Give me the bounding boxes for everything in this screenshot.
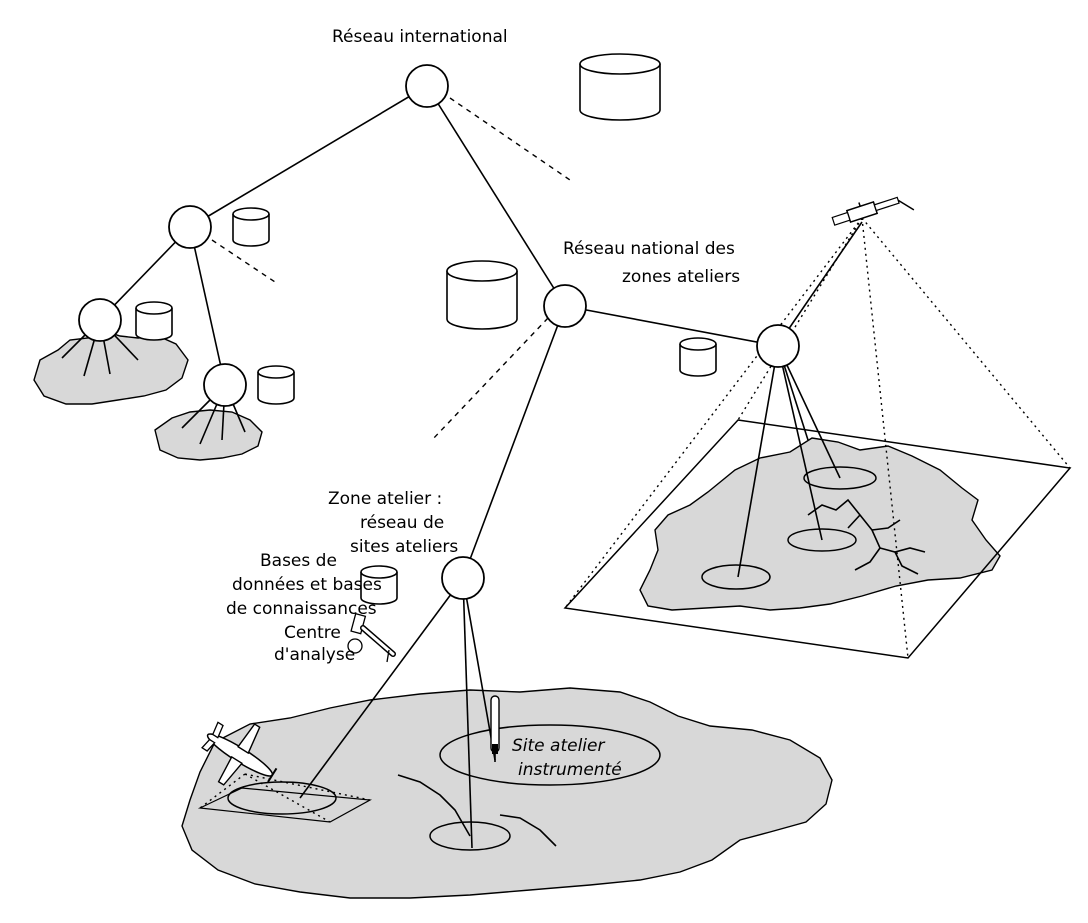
label-zone-3: sites ateliers	[350, 537, 458, 557]
database-icon	[360, 565, 398, 605]
label-national-1: Réseau national des	[563, 239, 735, 259]
right-land	[639, 437, 1001, 611]
label-bases-2: données et bases	[232, 575, 382, 595]
node-regional	[168, 205, 212, 249]
label-centre-1: Centre	[284, 623, 341, 643]
label-international: Réseau international	[332, 27, 508, 47]
analysis-centre-icon	[347, 612, 396, 663]
label-site-2: instrumenté	[518, 760, 622, 780]
database-icon	[232, 207, 270, 247]
node-zone-right	[756, 324, 800, 368]
database-icon	[446, 260, 518, 330]
label-zone-2: réseau de	[360, 513, 444, 533]
label-zone-1: Zone atelier :	[328, 489, 442, 509]
satellite-icon	[831, 196, 915, 226]
label-bases-3: de connaissances	[226, 599, 377, 619]
label-national-2: zones ateliers	[622, 267, 740, 287]
node-zone-atelier	[441, 556, 485, 600]
left-land-1	[33, 329, 189, 405]
left-land-2	[154, 409, 263, 461]
sensor-mast-icon	[490, 695, 500, 762]
database-icon	[579, 53, 661, 121]
node-local-a	[78, 298, 122, 342]
airplane-icon	[201, 721, 278, 786]
database-icon	[257, 365, 295, 405]
node-local-b	[203, 363, 247, 407]
bottom-land	[181, 687, 833, 899]
node-international	[405, 64, 449, 108]
pyramid-base	[563, 419, 1072, 659]
database-icon	[135, 301, 173, 341]
node-national	[543, 284, 587, 328]
database-icon	[679, 337, 717, 377]
label-centre-2: d'analyse	[274, 645, 355, 665]
label-bases-1: Bases de	[260, 551, 337, 571]
label-site-1: Site atelier	[512, 736, 605, 756]
